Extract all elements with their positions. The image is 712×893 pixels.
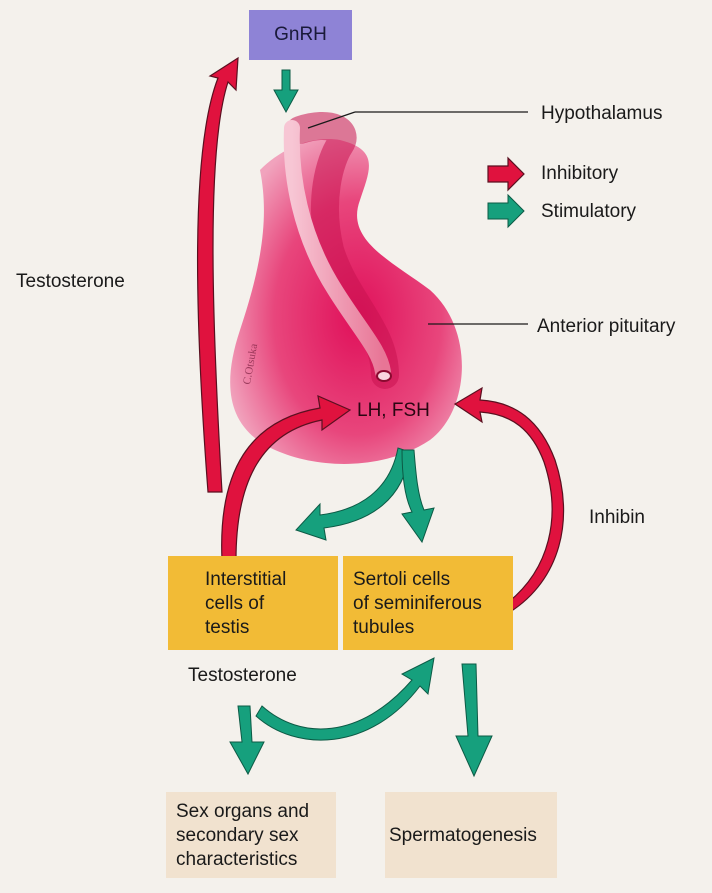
- interstitial-inhibitory-arrow: [221, 395, 352, 561]
- gnrh-box: GnRH: [249, 10, 352, 60]
- interstitial-cells-box: Interstitial cells of testis: [168, 556, 338, 650]
- spermatogenesis-label: Spermatogenesis: [389, 825, 537, 846]
- testosterone-to-sertoli-arrow: [255, 657, 435, 741]
- sertoli-line-1: Sertoli cells: [353, 569, 451, 590]
- inhibin-inhibitory-arrow: [453, 386, 565, 613]
- sertoli-line-2: of seminiferous: [353, 593, 482, 614]
- hypothalamus-label: Hypothalamus: [541, 103, 663, 124]
- sex-organs-line-3: characteristics: [176, 849, 298, 870]
- to-sex-organs-arrow: [229, 705, 265, 776]
- spermatogenesis-box: Spermatogenesis: [385, 792, 557, 878]
- sertoli-cells-box: Sertoli cells of seminiferous tubules: [343, 556, 513, 650]
- testosterone-inhibitory-arrow: [196, 56, 239, 493]
- to-spermatogenesis-arrow: [455, 663, 493, 778]
- testosterone-output-label: Testosterone: [188, 665, 297, 686]
- legend-inhibitory-arrow: [487, 156, 525, 192]
- interstitial-line-2: cells of: [205, 593, 265, 614]
- lh-fsh-label: LH, FSH: [357, 400, 430, 421]
- sex-organs-line-1: Sex organs and: [176, 801, 310, 822]
- interstitial-line-1: Interstitial: [205, 569, 287, 590]
- pituitary-gland: [230, 112, 462, 464]
- gnrh-stimulatory-arrow: [273, 69, 299, 114]
- lhfsh-to-sertoli-arrow: [401, 449, 435, 544]
- hypothalamus-leader: [307, 111, 356, 129]
- testosterone-feedback-label: Testosterone: [16, 271, 125, 292]
- anterior-pituitary-label: Anterior pituitary: [537, 316, 676, 337]
- legend-inhibitory-label: Inhibitory: [541, 163, 619, 184]
- sex-organs-line-2: secondary sex: [176, 825, 299, 846]
- sex-organs-box: Sex organs and secondary sex characteris…: [166, 792, 336, 878]
- inhibin-label: Inhibin: [589, 507, 645, 528]
- sertoli-line-3: tubules: [353, 617, 415, 638]
- interstitial-line-3: testis: [205, 617, 250, 638]
- lhfsh-to-interstitial-arrow: [295, 447, 411, 541]
- legend-stimulatory-label: Stimulatory: [541, 201, 637, 222]
- legend-stimulatory-arrow: [487, 193, 525, 229]
